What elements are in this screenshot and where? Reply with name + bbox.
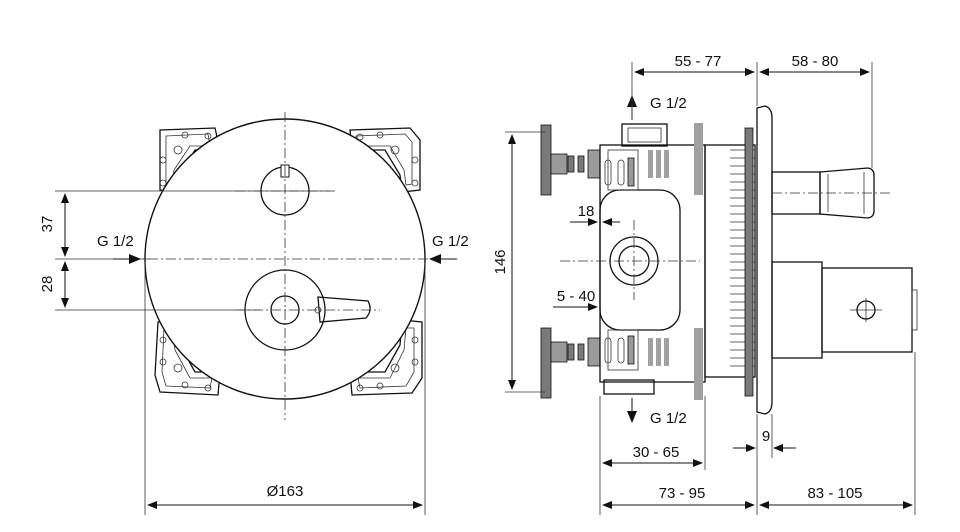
- dim-30-65-label: 30 - 65: [633, 444, 680, 461]
- cover-plate-side: [756, 105, 773, 415]
- pins-bottom: [550, 337, 601, 367]
- dim-73-95-label: 73 - 95: [659, 485, 706, 502]
- lower-cartridge: [771, 261, 823, 359]
- dim-55-77-label: 55 - 77: [675, 53, 722, 70]
- inlet-right-label: G 1/2: [432, 233, 469, 250]
- dim-5-40-label: 5 - 40: [557, 288, 595, 305]
- outlet-top-label: G 1/2: [650, 95, 687, 112]
- diameter-label: Ø163: [267, 483, 304, 500]
- dim-9-label: 9: [762, 428, 770, 445]
- front-view: 37 28 G 1/2 G 1/2 Ø163: [39, 112, 469, 515]
- hatch-top: [648, 123, 703, 195]
- pins-top: [550, 149, 601, 179]
- dim-146-label: 146: [492, 249, 509, 274]
- dim-28-label: 28: [39, 276, 56, 293]
- hatch-bottom: [648, 328, 703, 400]
- dim-18-label: 18: [578, 203, 595, 220]
- mounting-bracket-bottom-right: [349, 319, 423, 396]
- dim-83-105-label: 83 - 105: [807, 485, 862, 502]
- side-view: G 1/2 G 1/2 146 18 5 - 40 55 - 77 58 - 8…: [492, 53, 918, 515]
- inlet-left-label: G 1/2: [97, 233, 134, 250]
- outlet-bottom-label: G 1/2: [650, 410, 687, 427]
- dim-37-label: 37: [39, 216, 56, 233]
- dim-58-80-label: 58 - 80: [792, 53, 839, 70]
